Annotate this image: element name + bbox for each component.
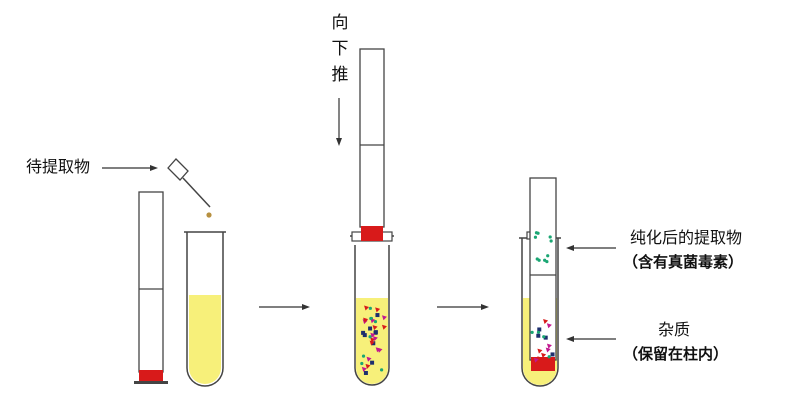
particle — [361, 366, 367, 372]
particle — [370, 332, 376, 338]
purified-particle — [534, 231, 539, 235]
particle — [542, 335, 546, 339]
particle — [537, 327, 542, 332]
particle — [366, 356, 372, 362]
pipette-icon — [167, 158, 212, 218]
particle — [372, 325, 378, 331]
particle — [375, 347, 381, 353]
arrow-step1-to-step2 — [259, 304, 310, 310]
droplet-icon — [206, 212, 212, 218]
particle — [368, 326, 373, 331]
particle — [362, 333, 367, 338]
arrow-push-down — [336, 98, 342, 146]
purified-particle — [537, 258, 541, 262]
particle — [363, 317, 369, 323]
step2-particles — [360, 305, 387, 375]
particle — [365, 363, 371, 369]
step1-tube — [184, 231, 226, 387]
step2-assembly — [350, 48, 394, 386]
particle — [543, 318, 549, 324]
particle — [370, 360, 375, 365]
particle — [545, 347, 551, 353]
particle — [543, 335, 548, 340]
particle — [381, 315, 387, 321]
label-impurity: 杂质 — [658, 320, 691, 339]
purified-particle — [546, 254, 550, 258]
particle — [363, 370, 368, 375]
label-push-down-2: 下 — [331, 39, 349, 59]
step3-impurity-particles — [530, 318, 555, 363]
label-impurity-note: （保留在柱内） — [623, 345, 729, 363]
particle — [381, 324, 387, 330]
arrow-step2-to-step3 — [437, 304, 489, 310]
step3-purified-particles — [533, 231, 553, 264]
particle — [364, 305, 370, 311]
particle — [379, 368, 384, 372]
particle — [360, 361, 364, 366]
label-push-down-3: 推 — [331, 65, 349, 85]
label-push-down-1: 向 — [331, 13, 349, 33]
particle — [372, 336, 378, 342]
particle — [373, 330, 378, 335]
step1-column — [134, 191, 168, 384]
particle — [361, 330, 366, 335]
particle — [546, 343, 552, 349]
purified-particle — [548, 235, 552, 239]
particle — [536, 330, 541, 334]
step1-plunger — [139, 370, 163, 382]
label-purified-note: （含有真菌毒素） — [623, 253, 744, 271]
particle — [541, 352, 547, 358]
particle — [547, 355, 551, 359]
step3-assembly — [519, 177, 561, 387]
particle — [537, 356, 543, 362]
particle — [368, 335, 372, 339]
particle — [361, 354, 366, 358]
particle — [536, 333, 541, 338]
arrow-to-purified — [566, 245, 616, 251]
particle — [546, 323, 552, 329]
particle — [530, 330, 534, 334]
label-purified: 纯化后的提取物 — [630, 228, 743, 247]
arrow-to-pipette — [102, 165, 158, 171]
purified-particle — [549, 239, 553, 243]
arrow-to-impurity — [566, 336, 616, 342]
particle — [375, 313, 380, 318]
particle — [369, 316, 373, 321]
step2-plunger — [361, 226, 383, 241]
particle — [369, 340, 375, 346]
purified-particle — [533, 235, 538, 239]
particle — [533, 357, 539, 363]
particle — [550, 352, 555, 357]
particle — [375, 307, 381, 313]
label-extract: 待提取物 — [26, 157, 91, 176]
particle — [368, 306, 372, 310]
label-push-down: 向 下 推 — [330, 10, 350, 88]
particle — [537, 348, 543, 354]
purified-particle — [543, 258, 547, 262]
particle — [373, 320, 378, 324]
